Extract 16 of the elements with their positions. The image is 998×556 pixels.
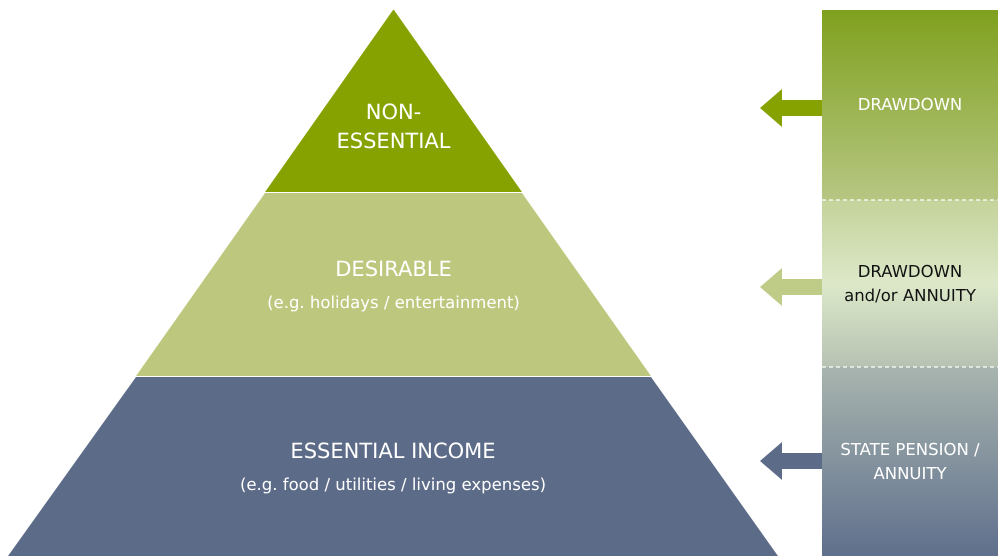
block-arrow xyxy=(760,268,822,306)
block-arrow xyxy=(760,442,822,480)
band-segment xyxy=(822,10,998,200)
tier-description: (e.g. holidays / entertainment) xyxy=(267,292,520,314)
tier-description: (e.g. food / utilities / living expenses) xyxy=(240,474,546,496)
funding-label: STATE PENSION / ANNUITY xyxy=(839,439,981,484)
funding-label: DRAWDOWN xyxy=(858,94,962,116)
funding-label: DRAWDOWN and/or ANNUITY xyxy=(843,261,977,306)
band-segment xyxy=(822,200,998,367)
pyramid-tier xyxy=(136,193,651,376)
band-segment xyxy=(822,367,998,556)
block-arrow xyxy=(760,89,822,127)
tier-title: NON- ESSENTIAL xyxy=(336,98,452,155)
tier-title: ESSENTIAL INCOME xyxy=(290,438,496,466)
tier-title: DESIRABLE xyxy=(335,256,452,284)
pyramid-tier xyxy=(8,377,778,556)
